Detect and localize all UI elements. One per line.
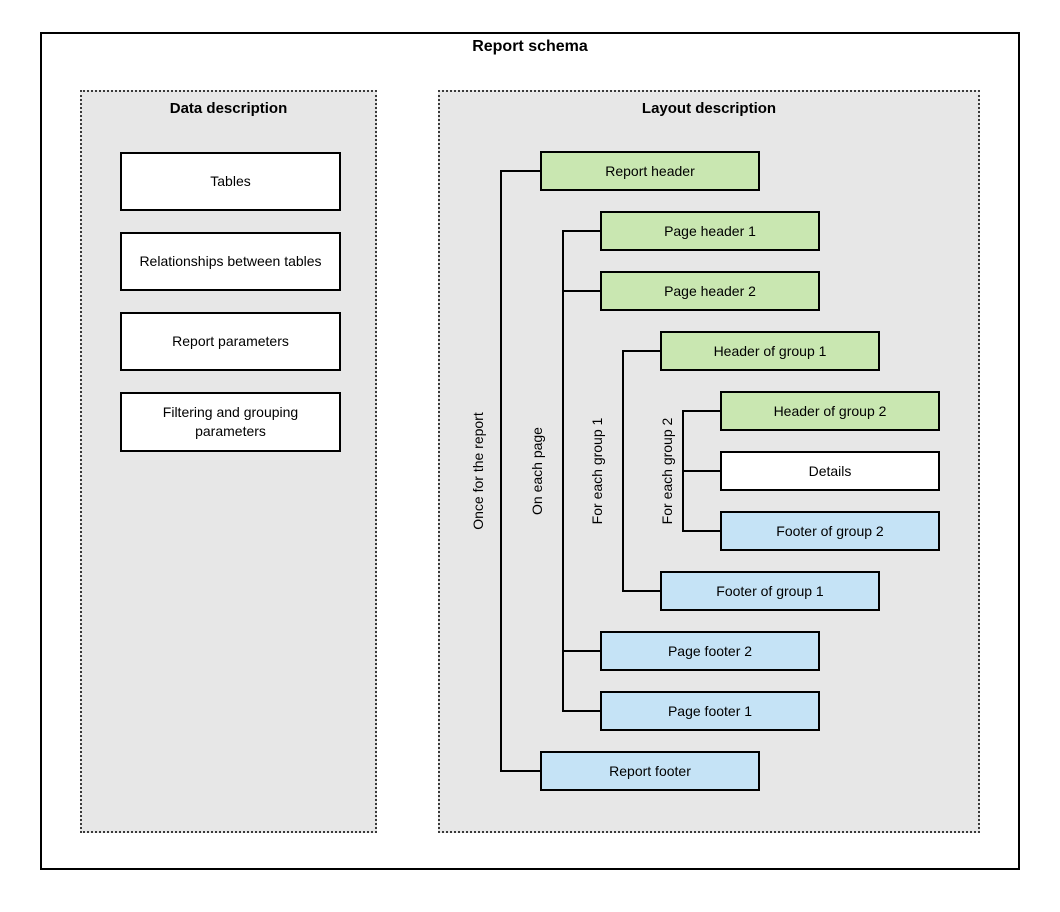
connector-line-group1-header-stub bbox=[622, 350, 660, 352]
node-header-of-group-2: Header of group 2 bbox=[720, 391, 940, 431]
node-page-footer-2: Page footer 2 bbox=[600, 631, 820, 671]
bracket-label-once-for-the-report: Once for the report bbox=[470, 412, 486, 530]
connector-line-once-top-stub bbox=[500, 170, 540, 172]
connector-line-page-vertical bbox=[562, 230, 564, 712]
connector-line-once-bottom-stub bbox=[500, 770, 540, 772]
connector-line-group1-vertical bbox=[622, 350, 624, 592]
connector-line-page-header1-stub bbox=[562, 230, 600, 232]
connector-line-page-header2-stub bbox=[562, 290, 600, 292]
node-footer-of-group-2: Footer of group 2 bbox=[720, 511, 940, 551]
bracket-label-for-each-group-1: For each group 1 bbox=[589, 417, 605, 525]
connector-line-group2-header-stub bbox=[682, 410, 720, 412]
connector-line-page-footer2-stub bbox=[562, 650, 600, 652]
node-report-footer: Report footer bbox=[540, 751, 760, 791]
data-box-relationships: Relationships between tables bbox=[120, 232, 341, 291]
data-box-filtering-grouping: Filtering and grouping parameters bbox=[120, 392, 341, 452]
layout-panel-title: Layout description bbox=[641, 100, 777, 117]
data-box-report-parameters: Report parameters bbox=[120, 312, 341, 371]
bracket-label-on-each-page: On each page bbox=[529, 427, 545, 515]
bracket-label-for-each-group-2: For each group 2 bbox=[659, 417, 675, 525]
node-page-header-1: Page header 1 bbox=[600, 211, 820, 251]
data-description-panel: Data description bbox=[80, 90, 377, 833]
connector-line-group2-footer-stub bbox=[682, 530, 720, 532]
connector-line-group2-details-stub bbox=[682, 470, 720, 472]
node-footer-of-group-1: Footer of group 1 bbox=[660, 571, 880, 611]
connector-line-page-footer1-stub bbox=[562, 710, 600, 712]
diagram-title: Report schema bbox=[472, 38, 588, 55]
connector-line-group1-footer-stub bbox=[622, 590, 660, 592]
connector-line-once-vertical bbox=[500, 170, 502, 772]
node-header-of-group-1: Header of group 1 bbox=[660, 331, 880, 371]
node-page-header-2: Page header 2 bbox=[600, 271, 820, 311]
data-panel-title: Data description bbox=[169, 100, 288, 117]
node-report-header: Report header bbox=[540, 151, 760, 191]
node-page-footer-1: Page footer 1 bbox=[600, 691, 820, 731]
node-details: Details bbox=[720, 451, 940, 491]
data-box-tables: Tables bbox=[120, 152, 341, 211]
